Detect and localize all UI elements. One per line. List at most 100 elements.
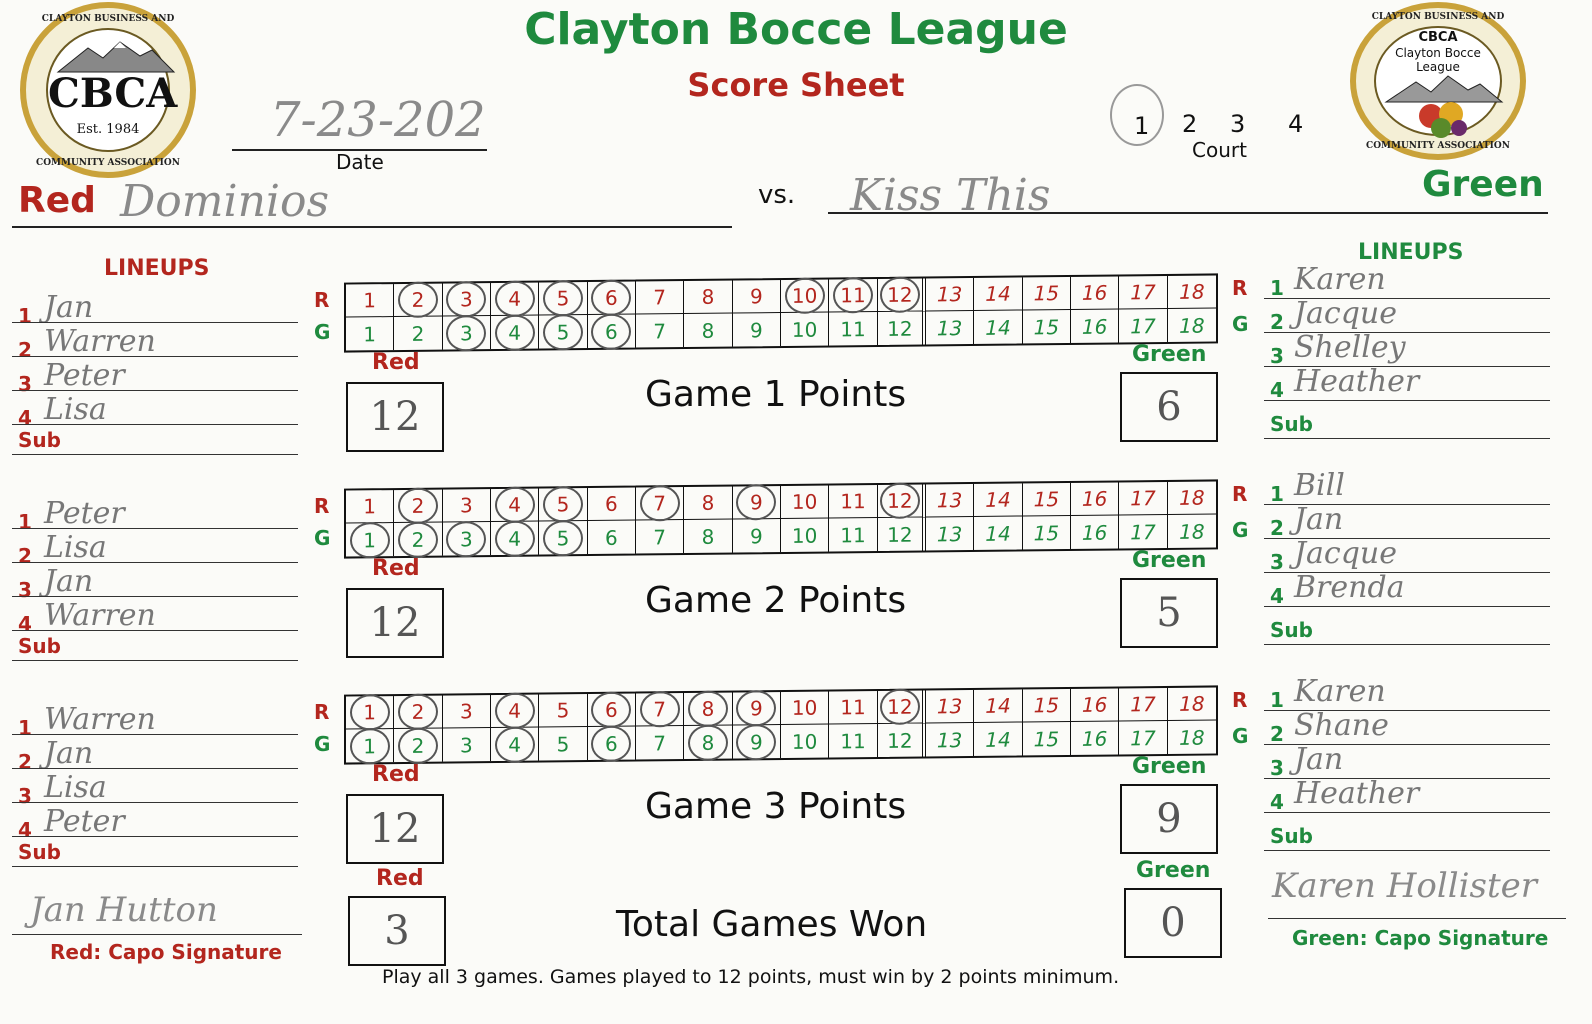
green-point-cell[interactable]: 10: [780, 312, 830, 347]
red-point-cell[interactable]: 8: [684, 486, 733, 521]
red-point-cell[interactable]: 13: [925, 483, 975, 518]
red-point-cell[interactable]: 10: [780, 279, 830, 314]
red-point-cell[interactable]: 14: [974, 689, 1023, 723]
green-point-cell[interactable]: 15: [1022, 309, 1071, 344]
green-point-cell[interactable]: 3: [442, 728, 491, 762]
red-point-cell[interactable]: 5: [539, 694, 588, 728]
green-point-cell[interactable]: 4: [490, 521, 540, 556]
green-point-cell[interactable]: 1: [346, 523, 395, 557]
green-point-cell[interactable]: 18: [1179, 313, 1205, 338]
red-point-cell[interactable]: 12: [877, 690, 926, 724]
red-point-cell[interactable]: 12: [877, 278, 926, 312]
red-point-cell[interactable]: 9: [732, 692, 781, 726]
green-point-cell[interactable]: 6: [587, 520, 636, 555]
green-point-cell[interactable]: 6: [587, 726, 636, 761]
red-point-cell[interactable]: 7: [635, 487, 685, 521]
red-point-cell[interactable]: 15: [1022, 688, 1071, 723]
red-point-cell[interactable]: 17: [1119, 275, 1168, 310]
red-point-cell[interactable]: 8: [684, 280, 733, 315]
green-point-cell[interactable]: 8: [684, 519, 733, 554]
red-point-cell[interactable]: 9: [732, 280, 781, 314]
green-point-cell[interactable]: 1: [346, 317, 395, 351]
red-point-cell[interactable]: 3: [442, 695, 491, 729]
red-point-cell[interactable]: 10: [780, 691, 830, 726]
green-point-cell[interactable]: 2: [394, 728, 443, 763]
green-point-cell[interactable]: 17: [1119, 514, 1168, 549]
green-point-cell[interactable]: 13: [925, 722, 975, 757]
green-point-cell[interactable]: 9: [732, 725, 781, 759]
green-point-cell[interactable]: 9: [732, 519, 781, 553]
red-point-cell[interactable]: 16: [1070, 688, 1120, 722]
green-point-cell[interactable]: 1: [346, 729, 395, 763]
red-point-cell[interactable]: 18: [1167, 275, 1216, 309]
green-point-cell[interactable]: 5: [539, 727, 588, 761]
red-point-cell[interactable]: 1: [346, 490, 395, 524]
green-point-cell[interactable]: 9: [732, 313, 781, 347]
red-point-cell[interactable]: 12: [877, 484, 926, 518]
red-point-cell[interactable]: 3: [442, 283, 491, 317]
red-point-cell[interactable]: 5: [539, 282, 588, 316]
red-point-cell[interactable]: 5: [539, 488, 588, 522]
green-point-cell[interactable]: 14: [974, 722, 1023, 756]
red-point-cell[interactable]: 3: [442, 489, 491, 523]
red-point-cell[interactable]: 10: [780, 485, 830, 520]
green-point-cell[interactable]: 17: [1119, 720, 1168, 755]
green-point-cell[interactable]: 3: [442, 522, 491, 556]
green-point-cell[interactable]: 10: [780, 724, 830, 759]
red-point-cell[interactable]: 4: [490, 488, 540, 523]
green-point-cell[interactable]: 8: [684, 725, 733, 760]
red-point-cell[interactable]: 15: [1022, 482, 1071, 517]
green-point-cell[interactable]: 7: [635, 726, 685, 760]
green-point-cell[interactable]: 14: [974, 310, 1023, 344]
red-point-cell[interactable]: 14: [974, 483, 1023, 517]
green-point-cell[interactable]: 18: [1179, 725, 1205, 750]
green-point-cell[interactable]: 13: [925, 310, 975, 345]
green-point-cell[interactable]: 8: [684, 313, 733, 348]
green-point-cell[interactable]: 2: [394, 316, 443, 351]
red-point-cell[interactable]: 2: [394, 695, 443, 730]
red-point-cell[interactable]: 6: [587, 281, 636, 316]
red-point-cell[interactable]: 4: [490, 282, 540, 317]
red-point-cell[interactable]: 4: [490, 694, 540, 729]
green-point-cell[interactable]: 4: [490, 315, 540, 350]
red-point-cell[interactable]: 7: [635, 281, 685, 315]
red-point-cell[interactable]: 17: [1119, 687, 1168, 722]
red-point-cell[interactable]: 11: [829, 690, 878, 725]
red-point-cell[interactable]: 2: [394, 283, 443, 318]
green-point-cell[interactable]: 13: [925, 516, 975, 551]
red-point-cell[interactable]: 8: [684, 692, 733, 727]
red-point-cell[interactable]: 13: [925, 689, 975, 724]
green-point-cell[interactable]: 11: [829, 517, 878, 552]
red-point-cell[interactable]: 2: [394, 489, 443, 524]
green-point-cell[interactable]: 16: [1070, 309, 1120, 343]
red-point-cell[interactable]: 18: [1167, 481, 1216, 515]
red-point-cell[interactable]: 18: [1167, 687, 1216, 721]
red-point-cell[interactable]: 1: [346, 696, 395, 730]
red-point-cell[interactable]: 13: [925, 277, 975, 312]
green-point-cell[interactable]: 12: [877, 723, 926, 757]
red-point-cell[interactable]: 17: [1119, 481, 1168, 516]
red-point-cell[interactable]: 11: [829, 484, 878, 519]
red-point-cell[interactable]: 15: [1022, 276, 1071, 311]
red-point-cell[interactable]: 9: [732, 486, 781, 520]
green-point-cell[interactable]: 7: [635, 314, 685, 348]
red-point-cell[interactable]: 6: [587, 487, 636, 522]
green-point-cell[interactable]: 5: [539, 521, 588, 555]
red-point-cell[interactable]: 14: [974, 277, 1023, 311]
green-point-cell[interactable]: 16: [1070, 721, 1120, 755]
green-point-cell[interactable]: 5: [539, 315, 588, 349]
red-point-cell[interactable]: 11: [829, 278, 878, 313]
red-point-cell[interactable]: 16: [1070, 482, 1120, 516]
red-point-cell[interactable]: 7: [635, 693, 685, 727]
green-point-cell[interactable]: 18: [1179, 519, 1205, 544]
green-point-cell[interactable]: 4: [490, 727, 540, 762]
red-point-cell[interactable]: 16: [1070, 276, 1120, 310]
green-point-cell[interactable]: 15: [1022, 721, 1071, 756]
green-point-cell[interactable]: 7: [635, 520, 685, 554]
green-point-cell[interactable]: 11: [829, 723, 878, 758]
green-point-cell[interactable]: 12: [877, 311, 926, 345]
green-point-cell[interactable]: 3: [442, 316, 491, 350]
green-point-cell[interactable]: 11: [829, 311, 878, 346]
green-point-cell[interactable]: 2: [394, 522, 443, 557]
green-point-cell[interactable]: 15: [1022, 515, 1071, 550]
